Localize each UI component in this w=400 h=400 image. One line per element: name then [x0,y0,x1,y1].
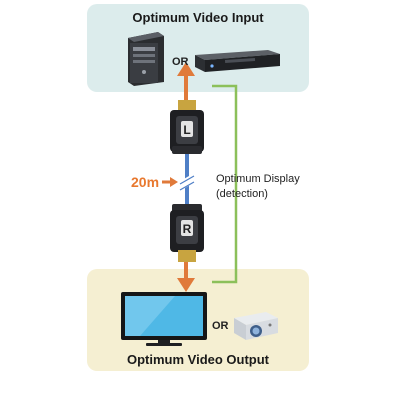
desktop-tower-icon [128,32,164,86]
receiver-module-icon: R [170,204,204,262]
distance-arrow [162,177,178,187]
cable [178,154,196,206]
output-panel-title: Optimum Video Output [126,352,270,367]
output-arrow [177,262,195,292]
input-or-label: OR [172,56,189,68]
projector-icon [234,312,278,340]
input-arrow [177,62,195,100]
input-panel-title: Optimum Video Input [132,10,264,25]
dvd-player-icon [195,50,280,72]
detection-line [212,84,238,284]
detection-label-line1: Optimum Display [216,173,300,185]
distance-label: 20m [131,174,160,190]
flat-screen-monitor-icon [121,292,207,346]
transmitter-letter: L [183,123,190,137]
detection-label-line2: (detection) [216,188,268,200]
transmitter-module-icon: L [170,100,204,154]
receiver-letter: R [183,222,192,236]
output-or-label: OR [212,320,229,332]
